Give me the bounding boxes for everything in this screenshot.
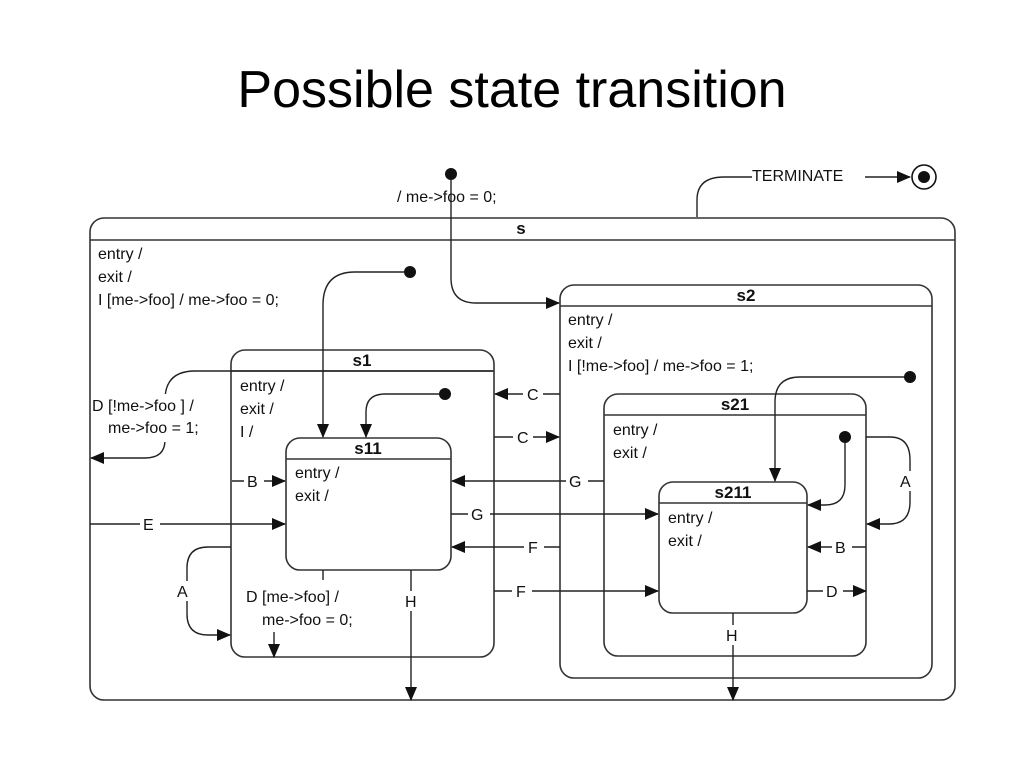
state-s211: s211 entry / exit / — [658, 481, 808, 614]
transition-label-c-2: C — [517, 430, 529, 447]
transition-label-g-2: G — [471, 507, 483, 524]
transition-label-d-not-foo-2: me->foo = 1; — [108, 420, 199, 437]
state-s11-exit: exit / — [295, 488, 329, 505]
state-s1-name: s1 — [353, 351, 372, 370]
transition-b-s2-to-s211: B — [807, 538, 866, 557]
state-s1-exit: exit / — [240, 401, 274, 418]
state-s1: s1 entry / exit / I / — [230, 349, 495, 658]
state-s2-entry: entry / — [568, 312, 613, 329]
transition-e: E — [90, 515, 286, 534]
transition-h-s11: H — [402, 570, 422, 701]
state-s11-name: s11 — [354, 439, 381, 458]
transition-label-d-s211: D — [826, 584, 838, 601]
transition-c-s1-to-s2: C — [494, 428, 560, 447]
transition-label-a-2: A — [900, 474, 911, 491]
initial-pseudostate-s — [317, 266, 416, 438]
transition-label-h-1: H — [405, 594, 417, 611]
slide-title: Possible state transition — [237, 61, 787, 119]
terminate-transition: TERMINATE — [696, 164, 937, 217]
transition-f-s2-to-s11: F — [451, 538, 560, 557]
transition-a-s1: A — [174, 546, 231, 641]
transition-label-terminate: TERMINATE — [752, 168, 843, 185]
transition-d-not-foo: D [!me->foo ] / me->foo = 1; — [90, 370, 493, 464]
transition-b-s1-to-s11: B — [232, 472, 286, 491]
state-s21: s21 entry / exit / — [603, 393, 867, 657]
state-s21-name: s21 — [721, 395, 749, 414]
transition-label-f-1: F — [528, 540, 538, 557]
transition-a-s21: A — [866, 436, 921, 530]
transition-d-s211: D — [807, 582, 867, 601]
state-s2-internal: I [!me->foo] / me->foo = 1; — [568, 358, 753, 375]
state-s-exit: exit / — [98, 269, 132, 286]
transition-c-s2-to-s1: C — [494, 385, 560, 404]
state-s: s entry / exit / I [me->foo] / me->foo =… — [89, 217, 956, 701]
initial-pseudostate-s21 — [807, 431, 851, 511]
state-s-name: s — [516, 219, 525, 238]
state-s-internal: I [me->foo] / me->foo = 0; — [98, 292, 279, 309]
initial-pseudostate-s2 — [769, 371, 916, 482]
transition-label-init-top: / me->foo = 0; — [397, 189, 497, 206]
transition-label-b-2: B — [835, 540, 846, 557]
state-s2-name: s2 — [737, 286, 756, 305]
state-s1-entry: entry / — [240, 378, 285, 395]
state-s11: s11 entry / exit / — [285, 437, 452, 571]
transition-label-e: E — [143, 517, 154, 534]
transition-label-c-1: C — [527, 387, 539, 404]
transition-label-a-1: A — [177, 584, 188, 601]
state-s-entry: entry / — [98, 246, 143, 263]
transition-label-f-2: F — [516, 584, 526, 601]
state-s2: s2 entry / exit / I [!me->foo] / me->foo… — [559, 284, 933, 679]
transition-g-s21-to-s11: G — [451, 472, 604, 491]
state-s2-exit: exit / — [568, 335, 602, 352]
transition-label-g-1: G — [569, 474, 581, 491]
initial-pseudostate-s1 — [360, 388, 451, 438]
transition-d-foo: D [me->foo] / me->foo = 0; — [246, 570, 353, 658]
transition-g-s11-to-s211: G — [451, 505, 659, 524]
state-s21-entry: entry / — [613, 422, 658, 439]
initial-pseudostate-top: / me->foo = 0; — [397, 168, 560, 309]
state-s21-exit: exit / — [613, 445, 647, 462]
transition-label-h-2: H — [726, 628, 738, 645]
state-s211-name: s211 — [715, 483, 752, 502]
transition-f-s1-to-s211: F — [494, 582, 659, 601]
state-s1-internal: I / — [240, 424, 254, 441]
transition-label-d-foo-2: me->foo = 0; — [262, 612, 353, 629]
state-s211-entry: entry / — [668, 510, 713, 527]
transition-label-d-foo-1: D [me->foo] / — [246, 589, 339, 606]
state-s211-exit: exit / — [668, 533, 702, 550]
state-s11-entry: entry / — [295, 465, 340, 482]
transition-label-b-1: B — [247, 474, 258, 491]
transition-label-d-not-foo-1: D [!me->foo ] / — [92, 398, 194, 415]
transition-h-s211: H — [723, 613, 743, 701]
